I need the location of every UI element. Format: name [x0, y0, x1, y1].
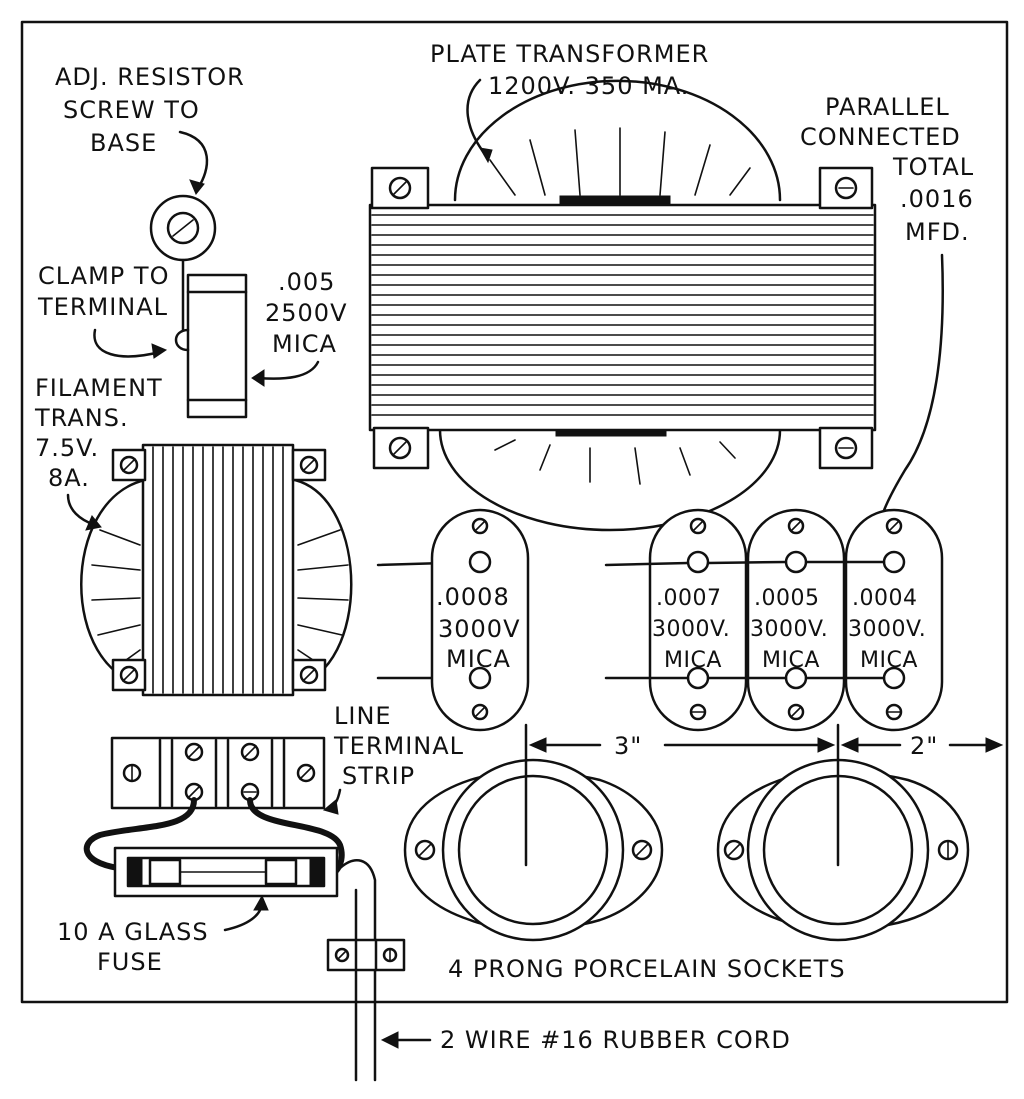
cap-0004-label-2: 3000V. [848, 617, 926, 642]
cap-005-label-3: MICA [272, 330, 337, 358]
cord-label: 2 WIRE #16 RUBBER CORD [440, 1026, 791, 1054]
cap-0005-label-3: MICA [762, 648, 820, 673]
parallel-connected-label-3: TOTAL [892, 153, 974, 181]
arrowhead [479, 147, 493, 164]
glass-fuse [113, 846, 339, 898]
fuse-label-2: FUSE [97, 948, 163, 976]
arrowhead [251, 369, 265, 387]
capacitor-005 [174, 273, 248, 419]
arrow-adj-resistor [178, 130, 209, 190]
parallel-connected-label-4: .0016 [900, 185, 974, 213]
plate-transformer [368, 79, 877, 532]
plate-transformer-label-1: PLATE TRANSFORMER [430, 40, 709, 68]
dimension-3in-label: 3" [614, 732, 642, 760]
line-terminal-strip [110, 736, 326, 810]
dimension-2in-label: 2" [910, 732, 938, 760]
filament-trans-label-2: TRANS. [34, 404, 129, 432]
porcelain-socket-left [403, 758, 664, 942]
capacitor-0005 [746, 508, 846, 732]
capacitor-0008 [376, 508, 530, 732]
line-terminal-strip-label-1: LINE [334, 702, 392, 730]
line-terminal-strip-label-2: TERMINAL [333, 732, 464, 760]
adj-resistor-label-2: SCREW TO [63, 96, 200, 124]
clamp-to-terminal-label-1: CLAMP TO [38, 262, 169, 290]
cap-005-label-2: 2500V [265, 299, 348, 327]
parallel-bus-wires [604, 560, 886, 680]
cap-0008-label-1: .0008 [436, 583, 510, 611]
parallel-connected-label-5: MFD. [905, 218, 970, 246]
cap-0007-label-1: .0007 [656, 586, 721, 611]
rubber-cord [326, 859, 406, 1082]
cap-0007-label-3: MICA [664, 648, 722, 673]
line-terminal-strip-label-3: STRIP [342, 762, 415, 790]
cap-0005-label-2: 3000V. [750, 617, 828, 642]
chassis-base-outline [20, 20, 1009, 1004]
dimension-lines [524, 723, 1004, 867]
screw-icon [388, 176, 858, 460]
arrow-clamp [93, 328, 162, 358]
cap-0004-label-3: MICA [860, 648, 918, 673]
filament-trans-label-3: 7.5V. [35, 434, 99, 462]
cap-0008-label-3: MICA [446, 645, 511, 673]
arrow-cap-005 [256, 360, 320, 380]
arrow-plate-transformer [466, 78, 490, 160]
cap-0004-label-1: .0004 [852, 586, 917, 611]
capacitor-0007 [648, 508, 748, 732]
fuse-label-1: 10 A GLASS [57, 918, 209, 946]
sockets-label: 4 PRONG PORCELAIN SOCKETS [448, 955, 846, 983]
parallel-connected-label-1: PARALLEL [825, 93, 950, 121]
arrowhead [189, 179, 205, 195]
arrowhead [151, 343, 168, 359]
cap-0007-label-2: 3000V. [652, 617, 730, 642]
arrow-parallel-connected [873, 253, 944, 542]
adjustable-resistor [149, 194, 217, 332]
clamp-to-terminal-label-2: TERMINAL [37, 293, 168, 321]
arrowhead [253, 894, 269, 911]
filament-trans-label-1: FILAMENT [35, 374, 163, 402]
porcelain-socket-right [716, 758, 970, 942]
filament-trans-label-4: 8A. [48, 464, 90, 492]
cap-0008-label-2: 3000V [438, 615, 521, 643]
adj-resistor-label-1: ADJ. RESISTOR [55, 63, 245, 91]
arrowhead [322, 799, 339, 815]
filament-transformer [80, 443, 353, 697]
adj-resistor-label-3: BASE [90, 129, 157, 157]
parallel-connected-label-2: CONNECTED [800, 123, 961, 151]
cap-0005-label-1: .0005 [754, 586, 819, 611]
arrowhead [380, 1031, 399, 1049]
plate-transformer-label-2: 1200V. 350 MA. [488, 72, 689, 100]
cap-005-label-1: .005 [278, 268, 335, 296]
screw-icon [119, 455, 319, 685]
capacitor-0004 [844, 508, 944, 732]
